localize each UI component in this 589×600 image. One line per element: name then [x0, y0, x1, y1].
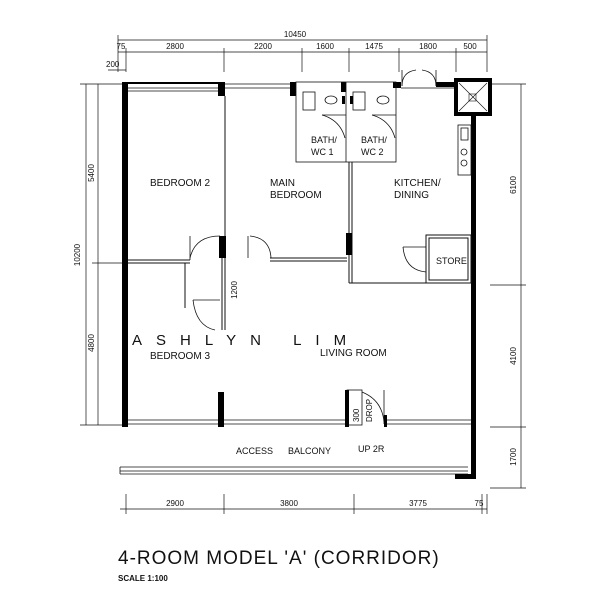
dim-bottom-2: 3800: [280, 499, 298, 508]
dim-top-4: 1600: [316, 42, 334, 51]
label-bath-1-line1: BATH/: [311, 135, 337, 145]
label-bedroom-3: BEDROOM 3: [150, 351, 210, 362]
bath-shaft-marks: [342, 96, 353, 104]
label-drop: DROP: [365, 399, 374, 422]
label-store: STORE: [436, 256, 467, 266]
label-bath-2-line1: BATH/: [361, 135, 387, 145]
label-living-room: LIVING ROOM: [320, 348, 387, 359]
label-access-balcony: ACCESS BALCONY: [236, 446, 331, 456]
dim-bottom-4: 75: [475, 499, 484, 508]
dim-inner-300: 300: [352, 408, 361, 422]
label-kitchen-2: DINING: [394, 190, 429, 201]
dim-top-3: 2200: [254, 42, 272, 51]
dim-inner-1200: 1200: [230, 281, 239, 299]
interior-wall-blocks: [218, 233, 352, 427]
dim-top-6: 1800: [419, 42, 437, 51]
dim-overall-top: 10450: [284, 30, 307, 39]
kitchen-counter: [457, 124, 472, 176]
door-swings: [189, 69, 437, 331]
dim-top-7: 500: [463, 42, 477, 51]
right-dimensions: [490, 83, 526, 489]
dim-top-2: 2800: [166, 42, 184, 51]
top-windows: [128, 83, 456, 92]
dim-left-overall: 10200: [73, 243, 82, 266]
outer-walls: [122, 82, 476, 428]
corridor-end-wall: [455, 427, 476, 479]
label-kitchen-1: KITCHEN/: [394, 178, 441, 189]
drawing-title: 4-ROOM MODEL 'A' (CORRIDOR): [118, 548, 440, 569]
entrance-marks: [345, 390, 387, 427]
bottom-facade: [128, 389, 471, 426]
dim-top-1: 75: [117, 42, 126, 51]
label-bedroom-2: BEDROOM 2: [150, 178, 210, 189]
label-main-bedroom-2: BEDROOM: [270, 190, 322, 201]
dim-right-3: 1700: [509, 448, 518, 466]
dim-right-2: 4100: [509, 347, 518, 365]
top-dimensions: [108, 35, 488, 72]
dim-left-offset: 200: [106, 60, 120, 69]
label-bath-2-line2: WC 2: [361, 147, 384, 157]
label-bath-1-line2: WC 1: [311, 147, 334, 157]
dim-right-1: 6100: [509, 176, 518, 194]
label-main-bedroom-1: MAIN: [270, 178, 295, 189]
dim-top-5: 1475: [365, 42, 383, 51]
bathrooms: [295, 81, 397, 163]
access-corridor: [119, 466, 468, 475]
bottom-dimensions: [120, 494, 488, 514]
interior-walls: [128, 96, 472, 330]
drawing-scale: SCALE 1:100: [118, 574, 168, 583]
label-up-2r: UP 2R: [358, 444, 385, 454]
service-shaft: [454, 78, 492, 116]
left-dimensions: [80, 83, 122, 426]
dim-bottom-1: 2900: [166, 499, 184, 508]
dim-left-2: 4800: [87, 334, 96, 352]
dim-bottom-3: 3775: [409, 499, 427, 508]
dim-left-1: 5400: [87, 164, 96, 182]
watermark-text: ASHLYN LIM: [132, 332, 360, 349]
